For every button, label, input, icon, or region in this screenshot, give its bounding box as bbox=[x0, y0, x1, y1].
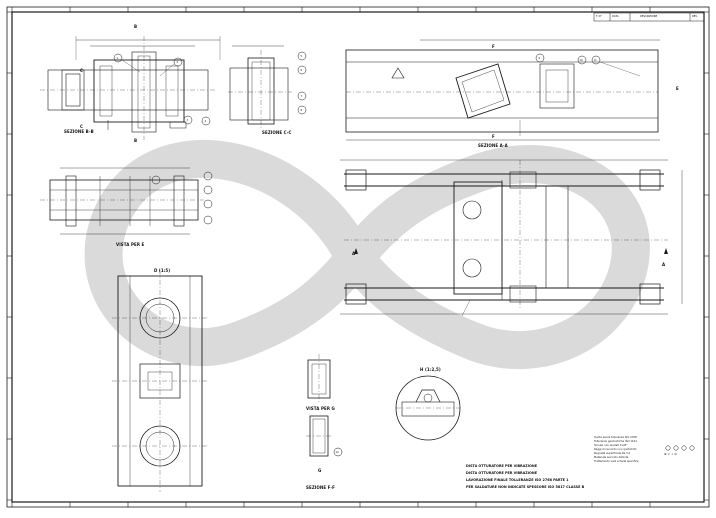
note-line-3: LAVORAZIONE FINALE TOLLERANZE ISO 2768 P… bbox=[466, 478, 569, 482]
balloon-3: 3 bbox=[186, 118, 189, 122]
section-letter-b2: B bbox=[134, 138, 138, 143]
vista-g-view bbox=[307, 354, 331, 404]
plan-view bbox=[340, 159, 683, 317]
section-letter-a2: A bbox=[662, 262, 666, 267]
balloon-9: 9 bbox=[538, 56, 541, 60]
title-block-cell-2: DATA bbox=[612, 15, 619, 18]
balloon-4: 4 bbox=[204, 119, 207, 123]
balloon-11: 11 bbox=[593, 58, 597, 62]
balloon-10: 10 bbox=[579, 58, 583, 62]
section-letter-b1: B bbox=[134, 24, 138, 29]
section-f-view bbox=[306, 415, 343, 457]
vista-e-title: VISTA PER E bbox=[116, 242, 145, 247]
infinity-watermark-icon bbox=[84, 140, 650, 369]
detail-d-view bbox=[112, 270, 208, 492]
right-note-4: Raggi di raccordo non quotati R1 bbox=[594, 448, 637, 451]
note-line-4: PER SALDATURE NON INDICATE SPESSORE ISO … bbox=[466, 485, 585, 489]
balloon-8: 8 bbox=[300, 108, 303, 112]
balloon-5: 5 bbox=[300, 54, 303, 58]
vista-g-title: VISTA PER G bbox=[306, 406, 335, 411]
right-note-6: Materiale secondo distinta bbox=[594, 456, 629, 459]
section-letter-c2: C bbox=[80, 124, 84, 129]
vista-e-view bbox=[40, 167, 213, 235]
right-note-7: Trattamento vedi scheda specifica bbox=[594, 460, 639, 463]
section-letter-f2: F bbox=[492, 134, 495, 139]
balloon-6: 6 bbox=[300, 68, 303, 72]
balloon-1: 1 bbox=[116, 56, 119, 60]
detail-d-title: D (1:5) bbox=[154, 268, 171, 273]
section-letter-g: G bbox=[318, 468, 322, 473]
balloon-7: 7 bbox=[300, 94, 303, 98]
right-note-3: Smussi non quotati 1x45° bbox=[594, 444, 628, 447]
section-letter-c1: C bbox=[80, 68, 84, 73]
title-block-cell-3: DESCRIZIONE bbox=[640, 15, 658, 18]
detail-h-view bbox=[395, 375, 461, 441]
sheet-border bbox=[6, 6, 710, 508]
section-a-view bbox=[345, 39, 660, 141]
tolerance-symbol-text: ⊕ ▽ ⊥ ∅ bbox=[664, 452, 677, 456]
section-b-view bbox=[40, 36, 221, 140]
balloon-12: 12 bbox=[335, 450, 339, 454]
section-f-title: SEZIONE F-F bbox=[306, 485, 335, 490]
balloon-2: 2 bbox=[176, 60, 179, 64]
title-block-cell-1: F. N° bbox=[596, 15, 602, 18]
title-block bbox=[593, 12, 705, 22]
title-block-cell-4: REV. bbox=[692, 15, 698, 18]
detail-h-title: H (1:2,5) bbox=[420, 367, 441, 372]
section-c-title: SEZIONE C-C bbox=[262, 130, 292, 135]
right-note-1: Quote senza tolleranza ISO 2768 bbox=[594, 436, 637, 439]
tolerance-symbols bbox=[665, 445, 695, 451]
section-c-view bbox=[228, 45, 307, 130]
note-line-1: DISTA OTTURATORE PER VIBRAZIONE bbox=[466, 464, 538, 468]
section-a-title: SEZIONE A-A bbox=[478, 143, 508, 148]
right-note-5: Rugosità superficiale Ra 3,2 bbox=[594, 452, 631, 455]
section-letter-e: E bbox=[676, 86, 679, 91]
note-line-2: DISTA OTTURATORE PER VIBRAZIONE bbox=[466, 471, 538, 475]
section-letter-f1: F bbox=[492, 44, 495, 49]
right-note-2: Tolleranze geometriche ISO 1101 bbox=[594, 440, 637, 443]
section-letter-a1: A bbox=[352, 251, 356, 256]
border-ticks bbox=[7, 7, 709, 507]
section-b-title: SEZIONE B-B bbox=[64, 129, 94, 134]
